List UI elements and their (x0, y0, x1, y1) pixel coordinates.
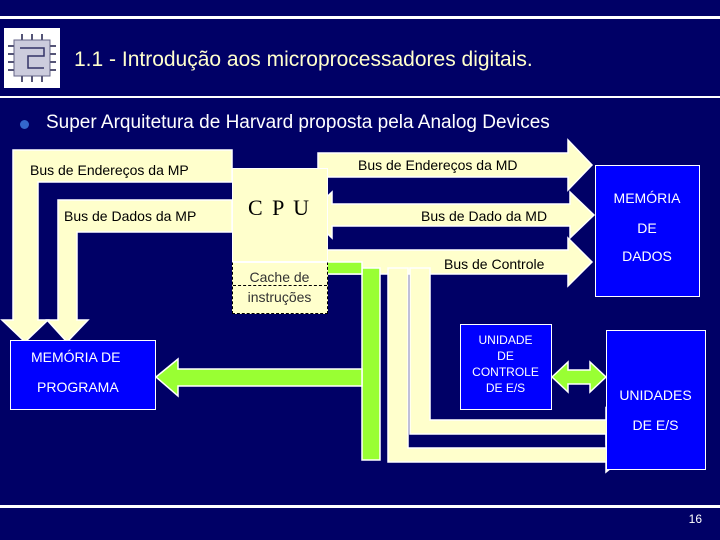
unidade-controle-box: UNIDADE DE CONTROLE DE E/S (460, 324, 552, 410)
bus-end-md-label: Bus de Endereços da MD (358, 157, 518, 173)
mem-dados-label-2: DE (637, 220, 657, 236)
cache-label-1: Cache de (249, 269, 310, 285)
bus-dado-md-label: Bus de Dado da MD (421, 208, 548, 224)
unid-ctrl-label-3: CONTROLE (472, 365, 539, 379)
unid-ctrl-label-1: UNIDADE (478, 333, 533, 347)
cache-box: Cache de instruções (232, 262, 328, 314)
cpu-box: C P U (232, 168, 328, 262)
slide-title: 1.1 - Introdução aos microprocessadores … (74, 48, 533, 71)
unidades-label-1: UNIDADES (619, 387, 692, 403)
bullet-text: Super Arquitetura de Harvard proposta pe… (46, 112, 550, 133)
bus-end-mp-label: Bus de Endereços da MP (30, 162, 189, 178)
title-rule (0, 96, 720, 98)
top-rule (0, 16, 720, 19)
chip-logo-icon (4, 28, 60, 88)
bus-green-trunk (361, 267, 381, 461)
cache-divider (233, 285, 327, 286)
memoria-programa-box: MEMÓRIA DE PROGRAMA (10, 340, 156, 410)
mem-dados-label-3: DADOS (622, 248, 672, 264)
bus-dado-md-shape (306, 190, 596, 240)
unid-ctrl-label-2: DE (497, 349, 514, 363)
bus-green-io (550, 360, 608, 394)
mem-dados-label-1: MEMÓRIA (613, 190, 681, 206)
cache-label-2: instruções (247, 289, 312, 305)
page-number: 16 (688, 512, 702, 526)
bus-dados-mp-label: Bus de Dados da MP (64, 208, 197, 224)
mem-prog-label-1: MEMÓRIA DE (31, 349, 121, 365)
unidades-es-box: UNIDADES DE E/S (606, 330, 706, 470)
bottom-rule (0, 505, 720, 508)
mem-prog-label-2: PROGRAMA (37, 379, 119, 395)
bus-green-prog (154, 357, 363, 398)
bus-end-md-shape (317, 138, 594, 192)
cpu-label: C P U (248, 195, 311, 220)
unidades-label-2: DE E/S (632, 417, 679, 433)
bullet-icon (20, 120, 29, 129)
unid-ctrl-label-4: DE E/S (485, 381, 526, 395)
bus-end-mp-shape (0, 149, 233, 344)
bus-controle-label: Bus de Controle (444, 256, 545, 272)
memoria-dados-box: MEMÓRIA DE DADOS (595, 165, 700, 297)
